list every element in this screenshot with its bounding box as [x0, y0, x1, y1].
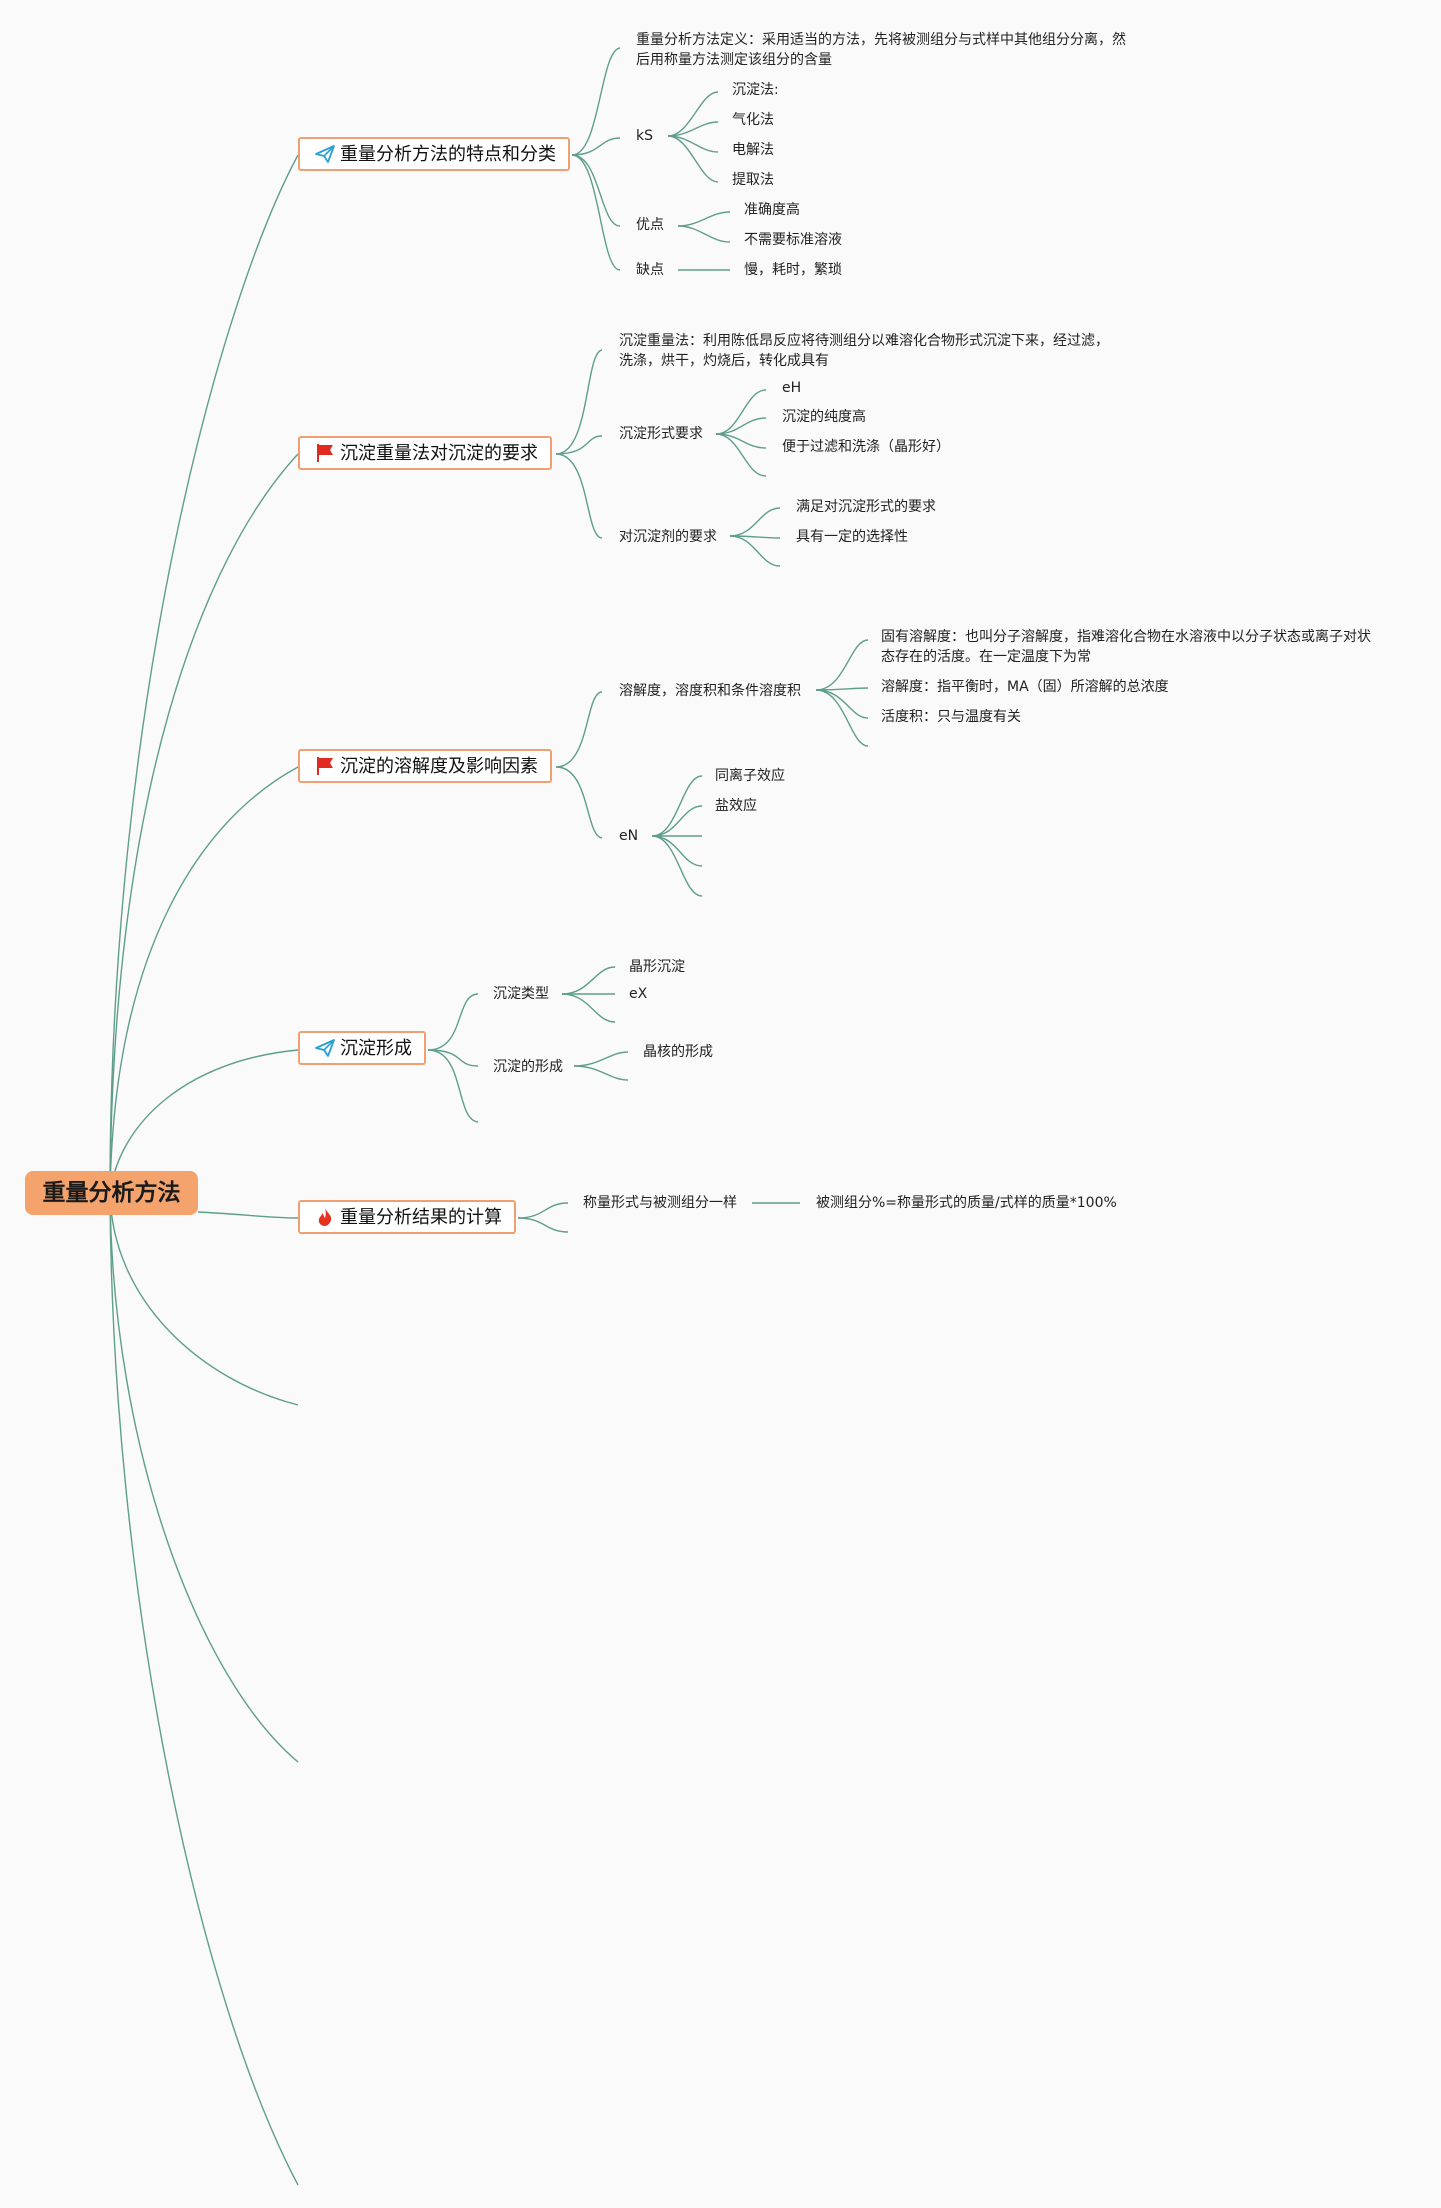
branch-precipitate-formation[interactable]: 沉淀形成 — [298, 1031, 426, 1065]
branch-label: 重量分析结果的计算 — [340, 1207, 502, 1228]
link-root-branch-2 — [109, 453, 299, 1194]
precipitant-requirements[interactable]: 对沉淀剂的要求 — [619, 529, 717, 545]
leaf-ex[interactable]: eX — [629, 986, 648, 1002]
leaf-high-accuracy[interactable]: 准确度高 — [744, 202, 800, 218]
link-root-empty-2 — [109, 1192, 299, 1763]
red-flag-icon — [314, 442, 336, 462]
leaf-nucleation[interactable]: 晶核的形成 — [643, 1044, 713, 1060]
paper-plane-icon — [314, 143, 336, 163]
leaf-activity-product[interactable]: 活度积：只与温度有关 — [881, 709, 1021, 725]
leaf-high-purity[interactable]: 沉淀的纯度高 — [782, 409, 866, 425]
red-flag-icon — [314, 755, 336, 775]
leaf-intrinsic-solubility[interactable]: 固有溶解度：也叫分子溶解度，指难溶化合物在水溶液中以分子状态或离子对状态存在的活… — [881, 629, 1371, 665]
root-topic[interactable]: 重量分析方法 — [25, 1171, 198, 1215]
leaf-selectivity[interactable]: 具有一定的选择性 — [796, 529, 908, 545]
flame-icon — [314, 1206, 336, 1226]
solubility-products-node[interactable]: 溶解度，溶度积和条件溶度积 — [619, 683, 801, 699]
leaf-meet-form-requirements[interactable]: 满足对沉淀形式的要求 — [796, 499, 936, 515]
advantages-node[interactable]: 优点 — [636, 217, 664, 233]
definition-node[interactable]: 重量分析方法定义：采用适当的方法，先将被测组分与式样中其他组分分离，然后用称量方… — [636, 32, 1126, 68]
precipitate-types-node[interactable]: 沉淀类型 — [493, 986, 549, 1002]
leaf-volatilization-method[interactable]: 气化法 — [732, 112, 774, 128]
branch-label: 沉淀重量法对沉淀的要求 — [340, 443, 538, 464]
influencing-factors-node[interactable]: eN — [619, 828, 639, 844]
link-root-empty-3 — [109, 1192, 299, 2186]
leaf-salt-effect[interactable]: 盐效应 — [715, 798, 757, 814]
leaf-precipitation-method[interactable]: 沉淀法: — [732, 82, 779, 98]
leaf-no-standard-solution[interactable]: 不需要标准溶液 — [744, 232, 842, 248]
link-root-branch-5 — [197, 1211, 299, 1219]
precipitation-gravimetry-definition[interactable]: 沉淀重量法：利用陈低昂反应将待测组分以难溶化合物形式沉淀下来，经过滤，洗涤，烘干… — [619, 333, 1109, 369]
link-root-branch-3 — [109, 766, 299, 1194]
branch-gravimetric-features[interactable]: 重量分析方法的特点和分类 — [298, 137, 570, 171]
branch-label: 沉淀的溶解度及影响因素 — [340, 756, 538, 777]
branch-label: 重量分析方法的特点和分类 — [340, 144, 556, 165]
branch-precipitation-requirements[interactable]: 沉淀重量法对沉淀的要求 — [298, 436, 552, 470]
classification-node[interactable]: kS — [636, 128, 653, 144]
leaf-electrolysis-method[interactable]: 电解法 — [732, 142, 774, 158]
precipitate-form-requirements[interactable]: 沉淀形式要求 — [619, 426, 703, 442]
paper-plane-icon — [314, 1037, 336, 1057]
leaf-extraction-method[interactable]: 提取法 — [732, 172, 774, 188]
precipitate-formation-process[interactable]: 沉淀的形成 — [493, 1059, 563, 1075]
branch-label: 沉淀形成 — [340, 1038, 412, 1059]
leaf-slow-tedious[interactable]: 慢，耗时，繁琐 — [744, 262, 842, 278]
leaf-easy-filtering[interactable]: 便于过滤和洗涤（晶形好） — [782, 439, 950, 455]
link-root-branch-1 — [109, 154, 299, 1194]
link-root-empty-1 — [109, 1192, 299, 1406]
leaf-percentage-formula[interactable]: 被测组分%=称量形式的质量/式样的质量*100% — [816, 1195, 1117, 1211]
leaf-eh[interactable]: eH — [782, 380, 802, 396]
same-form-node[interactable]: 称量形式与被测组分一样 — [583, 1195, 737, 1211]
leaf-solubility-definition[interactable]: 溶解度：指平衡时，MA（固）所溶解的总浓度 — [881, 679, 1169, 695]
leaf-crystalline-precipitate[interactable]: 晶形沉淀 — [629, 959, 685, 975]
leaf-common-ion-effect[interactable]: 同离子效应 — [715, 768, 785, 784]
disadvantages-node[interactable]: 缺点 — [636, 262, 664, 278]
branch-result-calculation[interactable]: 重量分析结果的计算 — [298, 1200, 516, 1234]
branch-solubility-factors[interactable]: 沉淀的溶解度及影响因素 — [298, 749, 552, 783]
